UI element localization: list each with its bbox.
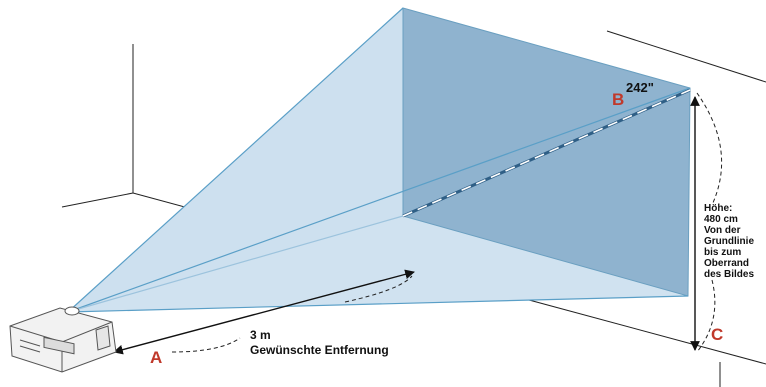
label-point-a: A bbox=[150, 348, 163, 367]
height-line: Grundlinie bbox=[704, 236, 754, 247]
distance-label: 3 m Gewünschte Entfernung bbox=[250, 328, 389, 358]
screen-diagonal-dash bbox=[402, 89, 691, 217]
distance-caption: Gewünschte Entfernung bbox=[250, 343, 389, 357]
label-point-c: C bbox=[711, 325, 724, 344]
diagonal-size-label: 242" bbox=[626, 80, 654, 95]
height-line: Höhe: bbox=[704, 203, 733, 214]
distance-value: 3 m bbox=[250, 328, 271, 342]
floor-left-line bbox=[61, 192, 134, 208]
height-line: des Bildes bbox=[704, 269, 755, 280]
distance-curve-left bbox=[171, 337, 241, 353]
projection-beam bbox=[67, 7, 691, 313]
height-line: bis zum bbox=[704, 247, 742, 258]
distance-arrow bbox=[113, 269, 415, 355]
height-line: Von der bbox=[704, 225, 741, 236]
ceiling-line bbox=[606, 30, 766, 83]
distance-curve-right bbox=[344, 275, 413, 303]
projector-icon bbox=[9, 306, 117, 373]
height-label: Höhe: 480 cm Von der Grundlinie bis zum … bbox=[704, 203, 766, 280]
height-curve-bottom bbox=[696, 279, 716, 353]
height-line: 480 cm bbox=[704, 214, 738, 225]
label-point-b: B bbox=[612, 90, 625, 109]
height-line: Oberrand bbox=[704, 258, 750, 269]
height-curve-top bbox=[696, 92, 723, 206]
